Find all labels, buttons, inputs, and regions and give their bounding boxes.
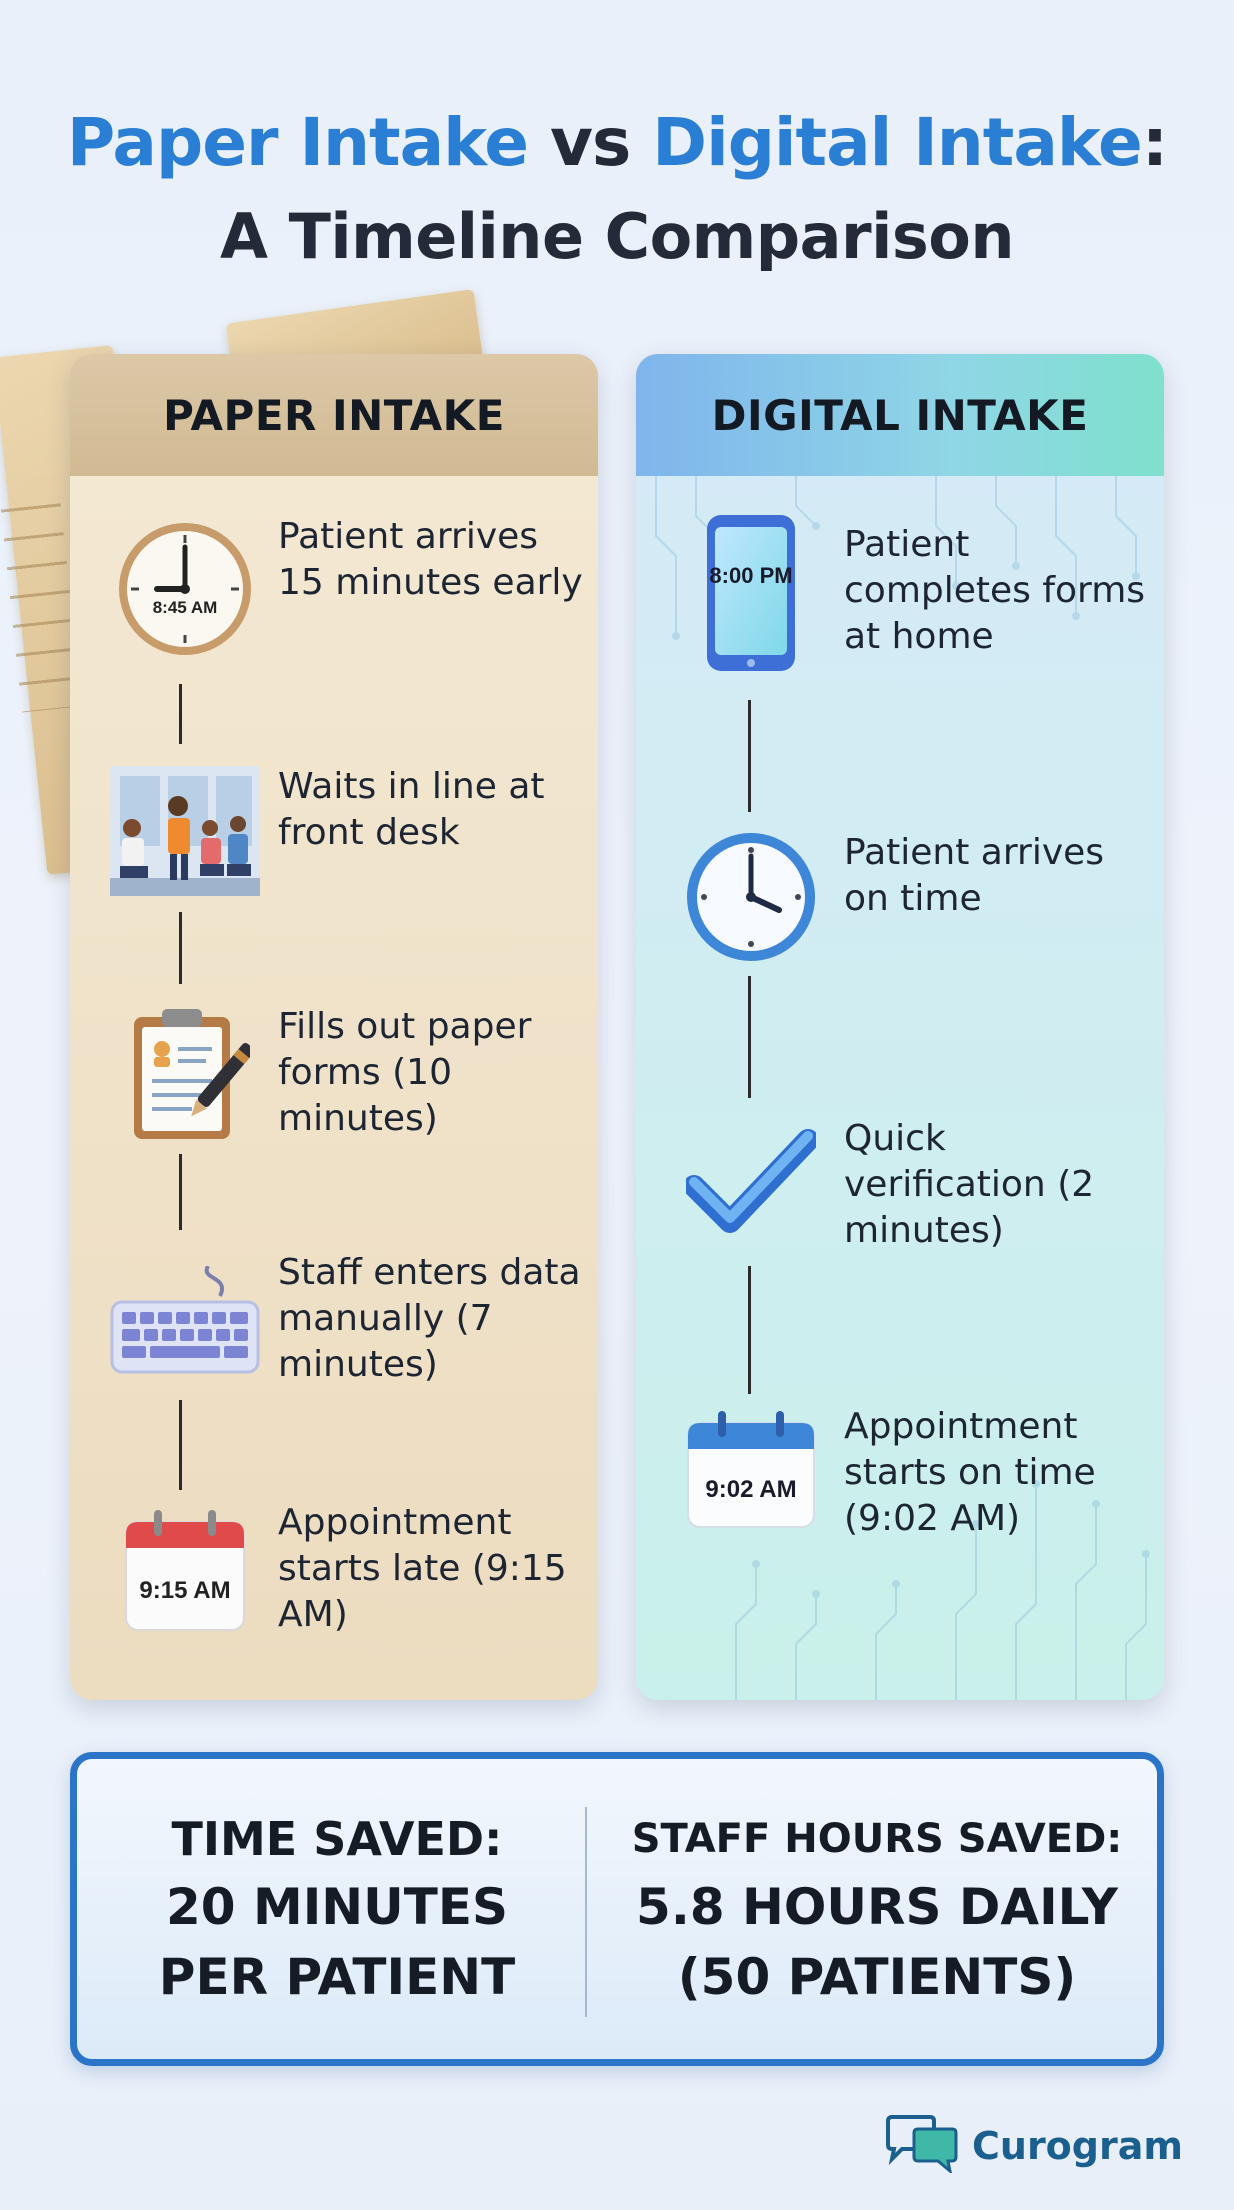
timeline-connector xyxy=(748,1266,751,1394)
digital-intake-header: DIGITAL INTAKE xyxy=(636,354,1164,476)
clock-icon: 8:45 AM xyxy=(110,514,260,664)
title-digital-intake: Digital Intake xyxy=(652,104,1142,181)
calendar-time-label: 9:02 AM xyxy=(705,1476,796,1503)
digital-step-1-text: Patient completes forms at home xyxy=(844,524,1146,657)
digital-step-4-text: Appointment starts on time (9:02 AM) xyxy=(844,1406,1096,1539)
staff-hours-label: STAFF HOURS SAVED: xyxy=(631,1816,1123,1862)
paper-step-5-text: Appointment starts late (9:15 AM) xyxy=(278,1502,567,1635)
time-saved-unit: PER PATIENT xyxy=(158,1948,516,2006)
digital-step-1: 8:00 PM Patient completes forms at home xyxy=(636,515,1164,702)
page-subtitle: A Timeline Comparison xyxy=(220,200,1014,273)
digital-intake-card: DIGITAL INTAKE xyxy=(636,354,1164,1700)
keyboard-icon xyxy=(110,1246,260,1396)
digital-step-2: Patient arrives on time xyxy=(636,830,1164,1010)
title-paper-intake: Paper Intake xyxy=(66,104,529,181)
calendar-icon: 9:02 AM xyxy=(676,1394,826,1544)
paper-step-1-text: Patient arrives 15 minutes early xyxy=(278,516,583,603)
waiting-room-icon xyxy=(110,756,260,906)
staff-hours-patients: (50 PATIENTS) xyxy=(677,1948,1077,2006)
paper-intake-card: PAPER INTAKE 8:45 AM Patient arrives 15 … xyxy=(70,354,598,1700)
circuit-pattern-decoration xyxy=(735,1480,1150,1700)
checkmark-icon xyxy=(676,1106,826,1256)
paper-step-2: Waits in line at front desk xyxy=(70,764,598,944)
staff-hours-column: STAFF HOURS SAVED: 5.8 HOURS DAILY (50 P… xyxy=(617,1759,1137,2059)
paper-intake-header: PAPER INTAKE xyxy=(70,354,598,476)
savings-summary-box: TIME SAVED: 20 MINUTES PER PATIENT STAFF… xyxy=(70,1752,1164,2066)
circuit-pattern-decoration xyxy=(655,476,1140,640)
digital-step-3: Quick verification (2 minutes) xyxy=(636,1116,1164,1296)
phone-time-label: 8:00 PM xyxy=(709,563,792,588)
clock-time-label: 8:45 AM xyxy=(153,598,218,617)
curogram-logo: Curogram xyxy=(884,2115,1183,2177)
smartphone-icon: 8:00 PM xyxy=(676,515,826,671)
digital-step-2-text: Patient arrives on time xyxy=(844,832,1105,919)
timeline-connector xyxy=(748,700,751,812)
timeline-connector xyxy=(179,1400,182,1490)
paper-step-4: Staff enters data manually (7 minutes) xyxy=(70,1250,598,1430)
paper-step-2-text: Waits in line at front desk xyxy=(278,766,545,853)
timeline-connector xyxy=(179,912,182,984)
page-title: Paper Intake vs Digital Intake: A Timeli… xyxy=(0,96,1234,284)
clock-icon xyxy=(676,822,826,972)
calendar-icon: 9:15 AM xyxy=(110,1494,260,1644)
calendar-time-label: 9:15 AM xyxy=(139,1577,230,1604)
time-saved-value: 20 MINUTES xyxy=(165,1878,509,1936)
digital-step-4: 9:02 AM Appointment starts on time (9:02… xyxy=(636,1404,1164,1584)
timeline-connector xyxy=(179,1154,182,1230)
paper-step-1: 8:45 AM Patient arrives 15 minutes early xyxy=(70,514,598,694)
summary-divider xyxy=(585,1807,587,2017)
chat-bubbles-icon xyxy=(884,2115,960,2177)
paper-step-3-text: Fills out paper forms (10 minutes) xyxy=(278,1006,532,1139)
staff-hours-value: 5.8 HOURS DAILY xyxy=(636,1878,1118,1936)
title-colon: : xyxy=(1141,104,1168,181)
paper-step-3: Fills out paper forms (10 minutes) xyxy=(70,1004,598,1184)
paper-step-4-text: Staff enters data manually (7 minutes) xyxy=(278,1252,581,1385)
logo-text: Curogram xyxy=(972,2124,1183,2168)
digital-step-3-text: Quick verification (2 minutes) xyxy=(844,1118,1095,1251)
clipboard-pen-icon xyxy=(110,998,260,1148)
timeline-connector xyxy=(748,976,751,1098)
title-vs: vs xyxy=(528,104,653,181)
paper-step-5: 9:15 AM Appointment starts late (9:15 AM… xyxy=(70,1500,598,1680)
time-saved-column: TIME SAVED: 20 MINUTES PER PATIENT xyxy=(77,1759,597,2059)
time-saved-label: TIME SAVED: xyxy=(171,1812,503,1866)
timeline-connector xyxy=(179,684,182,744)
